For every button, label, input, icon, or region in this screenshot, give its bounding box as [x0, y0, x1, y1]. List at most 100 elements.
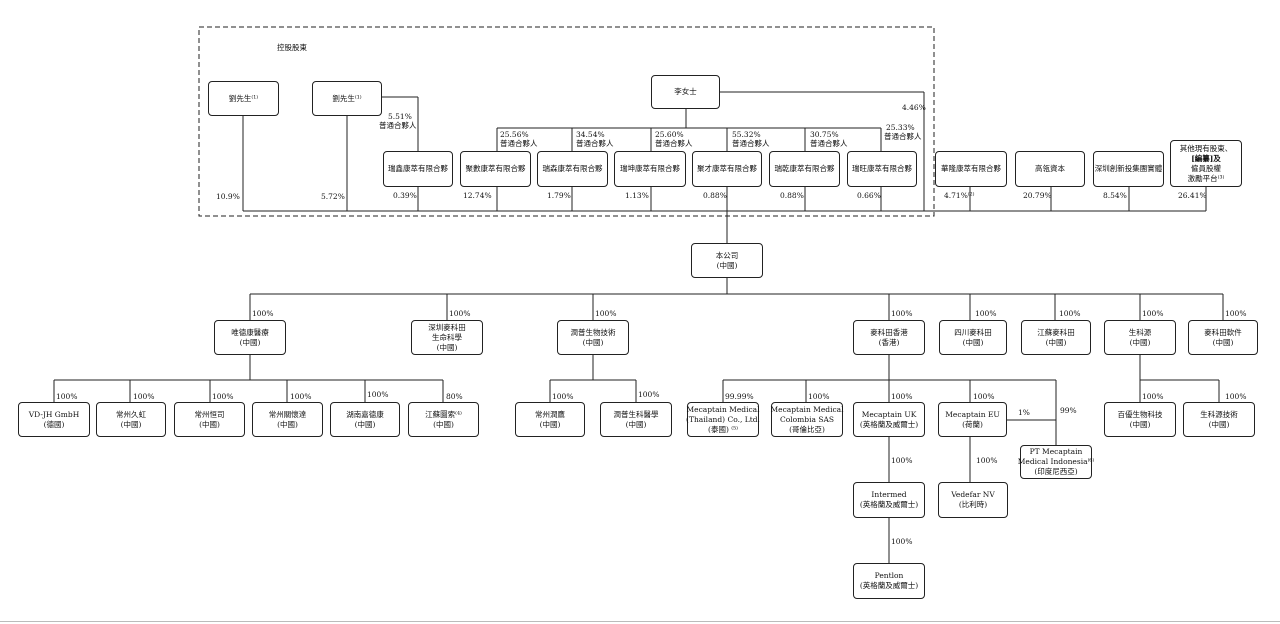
- wdk-sub-name-4: 常州關懷達: [268, 409, 307, 419]
- rp-sub-pct-2: 100%: [638, 390, 660, 399]
- intermed-name: Intermed: [871, 490, 907, 499]
- hk-sub-box-4: Mecaptain EU(荷蘭): [938, 402, 1007, 437]
- indo-pct-eu: 1%: [1018, 408, 1030, 417]
- partnership-pct-1: 0.39%: [393, 191, 417, 200]
- shareholder-li: 李女士: [651, 75, 720, 109]
- sky-sub-name-2: 生科源技術: [1200, 409, 1238, 419]
- tier1-pct-1: 100%: [252, 309, 274, 318]
- group-label: 控股股東: [277, 43, 307, 52]
- tier1-name-5: 四川麥科田: [954, 327, 992, 337]
- tier1-name-2b: 生命科學: [432, 332, 462, 342]
- sky-sub-pct-1: 100%: [1142, 392, 1164, 401]
- intermed-pct: 100%: [891, 456, 913, 465]
- vedefar-region: (比利時): [958, 500, 988, 509]
- wdk-sub-pct-5: 100%: [367, 390, 389, 399]
- rp-sub-name-2: 潤普生科醫學: [613, 409, 659, 419]
- wdk-sub-pct-4: 100%: [290, 392, 312, 401]
- hk-sub-region-1: (泰國) ⁽⁵⁾: [708, 424, 738, 434]
- tier1-name-8: 麥科田軟件: [1204, 327, 1242, 337]
- vedefar-box: Vedefar NV(比利時): [938, 482, 1008, 518]
- hk-sub-region-2: (哥倫比亞): [789, 424, 825, 434]
- hk-sub-name-3: Mecaptain UK: [861, 409, 917, 419]
- hk-sub-name-1b: (Thailand) Co., Ltd.: [686, 414, 760, 424]
- other-name-4-line3: 僱員股權: [1191, 163, 1221, 173]
- partnership-pct-5: 0.88%: [703, 191, 727, 200]
- tier1-pct-5: 100%: [975, 309, 997, 318]
- pct-liu-b: 5.72%: [321, 192, 345, 201]
- partnership-pct-3: 1.79%: [547, 191, 571, 200]
- wdk-sub-region-6: (中國): [433, 419, 454, 429]
- wdk-sub-box-3: 常州恒司(中國): [174, 402, 245, 437]
- rp-sub-box-1: 常州潤鷹(中國): [515, 402, 585, 437]
- split-gp-1: 普通合夥人: [500, 139, 538, 148]
- split-pct-4: 55.32%: [732, 130, 761, 139]
- wdk-sub-box-1: VD-JH GmbH(德國): [18, 402, 90, 437]
- tier1-region-1: (中國): [239, 337, 261, 347]
- rp-sub-box-2: 潤普生科醫學(中國): [600, 402, 672, 437]
- tier1-box-7: 生科源(中國): [1104, 320, 1176, 355]
- wdk-sub-pct-2: 100%: [133, 392, 155, 401]
- shareholder-liu-b-label: 劉先生⁽¹⁾: [332, 93, 362, 103]
- partnership-name-6: 瑞乾康萃有限合夥: [774, 164, 835, 173]
- tier1-box-8: 麥科田軟件(中國): [1188, 320, 1258, 355]
- partnership-box-2: 聚數康萃有限合夥: [460, 151, 531, 187]
- wdk-sub-box-5: 湖南嘉德康(中國): [330, 402, 400, 437]
- pentlon-box: Pentlon(英格蘭及威爾士): [853, 563, 925, 599]
- company-name: 本公司: [715, 250, 739, 260]
- hk-sub-pct-4: 100%: [973, 392, 995, 401]
- hk-sub-box-3: Mecaptain UK(英格蘭及威爾士): [853, 402, 925, 437]
- other-box-2: 高瓴資本: [1015, 151, 1085, 187]
- other-name-1: 華隆康萃有限合夥: [941, 164, 1001, 173]
- wdk-sub-name-3: 常州恒司: [194, 409, 225, 419]
- sky-sub-box-2: 生科源技術(中國): [1183, 402, 1255, 437]
- other-name-3: 深圳創新投集團實體: [1094, 164, 1163, 173]
- shareholder-liu-a: 劉先生⁽¹⁾: [208, 81, 279, 116]
- split-pct-2: 34.54%: [576, 130, 605, 139]
- wdk-sub-box-2: 常州久虹(中國): [96, 402, 166, 437]
- wdk-sub-name-5: 湖南嘉德康: [346, 409, 384, 419]
- tier1-box-4: 麥科田香港(香港): [853, 320, 925, 355]
- tier1-pct-6: 100%: [1059, 309, 1081, 318]
- hk-sub-box-1: Mecaptain Medical(Thailand) Co., Ltd.(泰國…: [686, 402, 760, 437]
- bottom-divider: [0, 621, 1280, 622]
- hk-sub-region-4: (荷蘭): [962, 419, 983, 429]
- tier1-pct-7: 100%: [1142, 309, 1164, 318]
- wdk-sub-region-4: (中國): [277, 419, 298, 429]
- sky-sub-region-2: (中國): [1208, 419, 1230, 429]
- split-gp-6: 普通合夥人: [884, 132, 922, 141]
- other-pct-2: 20.79%: [1023, 191, 1052, 200]
- tier1-region-4: (香港): [878, 337, 900, 347]
- split-pct-6: 25.33%: [886, 123, 915, 132]
- other-name-4-line4: 激勵平台⁽³⁾: [1187, 173, 1225, 183]
- intermed-box: Intermed(英格蘭及威爾士): [853, 482, 925, 518]
- partnership-box-4: 瑞坤康萃有限合夥: [614, 151, 686, 187]
- wdk-sub-region-3: (中國): [199, 419, 220, 429]
- other-box-4: 其他現有股東、 [編纂]及 僱員股權 激勵平台⁽³⁾: [1170, 140, 1242, 187]
- indo-name-b: Medical Indonesia⁽⁶⁾: [1017, 457, 1095, 466]
- wdk-sub-name-2: 常州久虹: [116, 409, 146, 419]
- split-gp-5: 普通合夥人: [810, 139, 848, 148]
- tier1-name-6: 江蘇麥科田: [1037, 327, 1075, 337]
- partnership-name-4: 瑞坤康萃有限合夥: [620, 164, 680, 173]
- wdk-sub-region-1: (德國): [43, 419, 65, 429]
- pct-551: 5.51%: [388, 112, 412, 121]
- wdk-sub-pct-1: 100%: [56, 392, 78, 401]
- tier1-name-3: 潤普生物技術: [570, 327, 616, 337]
- pentlon-name: Pentlon: [874, 571, 904, 580]
- pct-liu-a: 10.9%: [216, 192, 240, 201]
- intermed-region: (英格蘭及威爾士): [859, 500, 919, 509]
- hk-sub-name-1: Mecaptain Medical: [686, 404, 760, 414]
- pentlon-region: (英格蘭及威爾士): [859, 581, 919, 590]
- tier1-box-5: 四川麥科田(中國): [939, 320, 1007, 355]
- other-name-4-line2: [編纂]及: [1191, 153, 1221, 163]
- wdk-sub-pct-6: 80%: [446, 392, 463, 401]
- partnership-name-1: 瑞鑫康萃有限合夥: [388, 164, 448, 173]
- rp-sub-name-1: 常州潤鷹: [535, 409, 565, 419]
- tier1-name-2: 深圳麥科田: [428, 322, 466, 332]
- tier1-box-6: 江蘇麥科田(中國): [1021, 320, 1091, 355]
- wdk-sub-box-4: 常州關懷達(中國): [252, 402, 323, 437]
- indo-region: (印度尼西亞): [1034, 467, 1078, 476]
